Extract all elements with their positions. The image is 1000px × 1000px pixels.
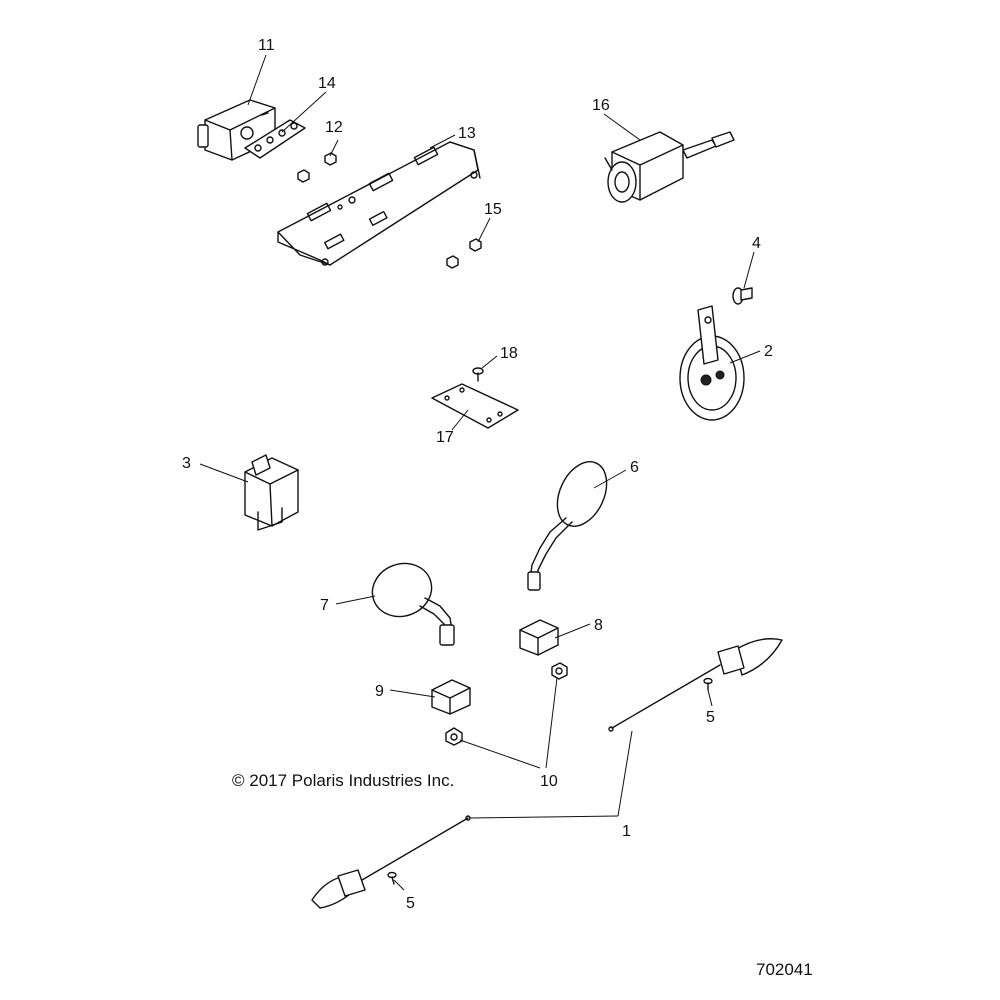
part-8-clamp	[519, 619, 559, 656]
part-1-turn-signal-right	[608, 638, 783, 732]
callout-13: 13	[458, 125, 476, 142]
callout-5-left: 5	[406, 895, 415, 912]
part-18-screw	[472, 367, 484, 382]
callout-12: 12	[325, 119, 343, 136]
callout-6: 6	[630, 459, 639, 476]
callout-4: 4	[752, 235, 761, 252]
copyright-notice: © 2017 Polaris Industries Inc.	[232, 771, 455, 790]
callout-10: 10	[540, 773, 558, 790]
callout-7: 7	[320, 597, 329, 614]
part-15-nut	[446, 238, 482, 269]
callout-16: 16	[592, 97, 610, 114]
callout-14: 14	[318, 75, 336, 92]
callout-3: 3	[182, 455, 191, 472]
callout-labels: 1 2 3 4 5 5 6 7 8 9 10 11 12 13 14 15 16…	[182, 37, 773, 912]
part-1-turn-signal-left	[311, 815, 471, 909]
callout-9: 9	[375, 683, 384, 700]
leader-lines	[199, 54, 761, 891]
part-7-mirror-left	[371, 562, 455, 646]
callout-15: 15	[484, 201, 502, 218]
callout-18: 18	[500, 345, 518, 362]
figure-number: 702041	[756, 960, 813, 979]
callout-1: 1	[622, 823, 631, 840]
callout-11: 11	[258, 37, 275, 54]
part-5-screw	[387, 677, 713, 885]
part-4-screw	[732, 287, 753, 305]
part-12-nut	[297, 152, 337, 183]
part-2-horn	[679, 305, 745, 421]
part-17-plate	[431, 383, 519, 429]
part-14-plate	[244, 119, 306, 159]
part-6-mirror-right	[527, 461, 608, 591]
callout-2: 2	[764, 343, 773, 360]
callout-8: 8	[594, 617, 603, 634]
part-16-switch	[604, 131, 735, 203]
part-13-bracket	[277, 141, 481, 266]
callout-5-right: 5	[706, 709, 715, 726]
callout-17: 17	[436, 429, 454, 446]
part-10-nut	[445, 662, 568, 746]
part-3-relay	[244, 454, 299, 531]
part-9-clamp	[431, 679, 471, 715]
